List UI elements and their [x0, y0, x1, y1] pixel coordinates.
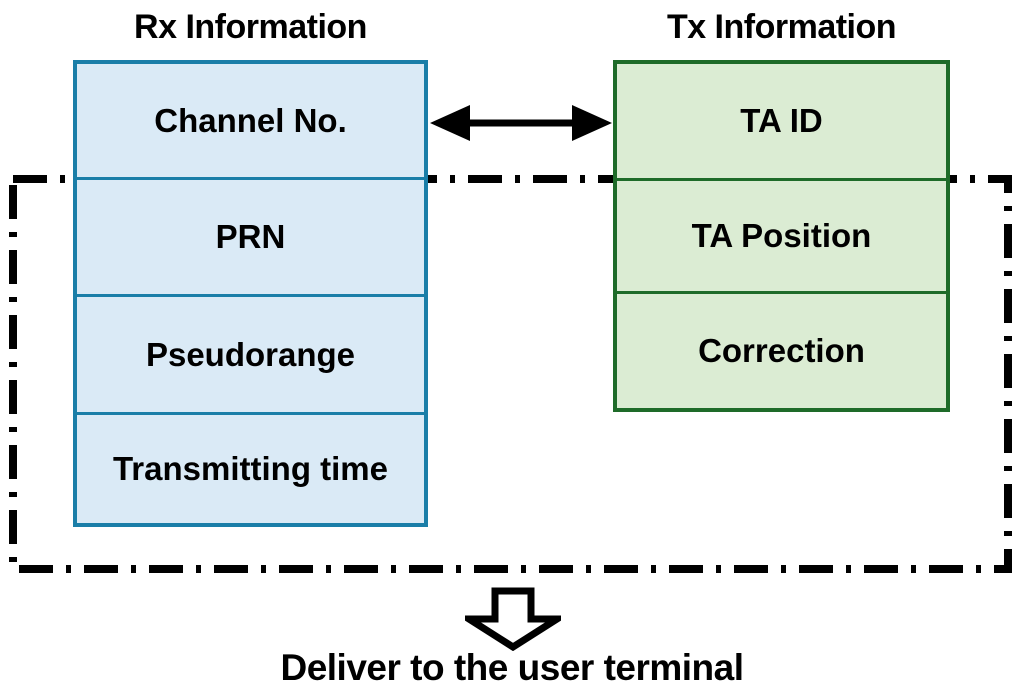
rx-field-channel-no: Channel No.	[154, 101, 347, 139]
hollow-down-arrow-icon	[456, 587, 570, 652]
rx-field-prn: PRN	[77, 176, 424, 295]
tx-information-title: Tx Information	[666, 8, 897, 46]
tx-field-ta-id: TA ID	[740, 102, 823, 140]
tx-information-box: TA ID TA Position Correction	[613, 60, 950, 412]
rx-field-transmitting-time: Transmitting time	[77, 412, 424, 523]
double-headed-arrow-icon	[428, 100, 614, 146]
deliver-caption: Deliver to the user terminal	[280, 647, 744, 688]
rx-field-pseudorange: Pseudorange	[77, 294, 424, 412]
tx-field-ta-position: TA Position	[617, 177, 946, 292]
tx-field-correction: Correction	[617, 291, 946, 408]
rx-information-box: Channel No. PRN Pseudorange Transmitting…	[73, 60, 428, 527]
rx-information-title: Rx Information	[134, 8, 367, 46]
